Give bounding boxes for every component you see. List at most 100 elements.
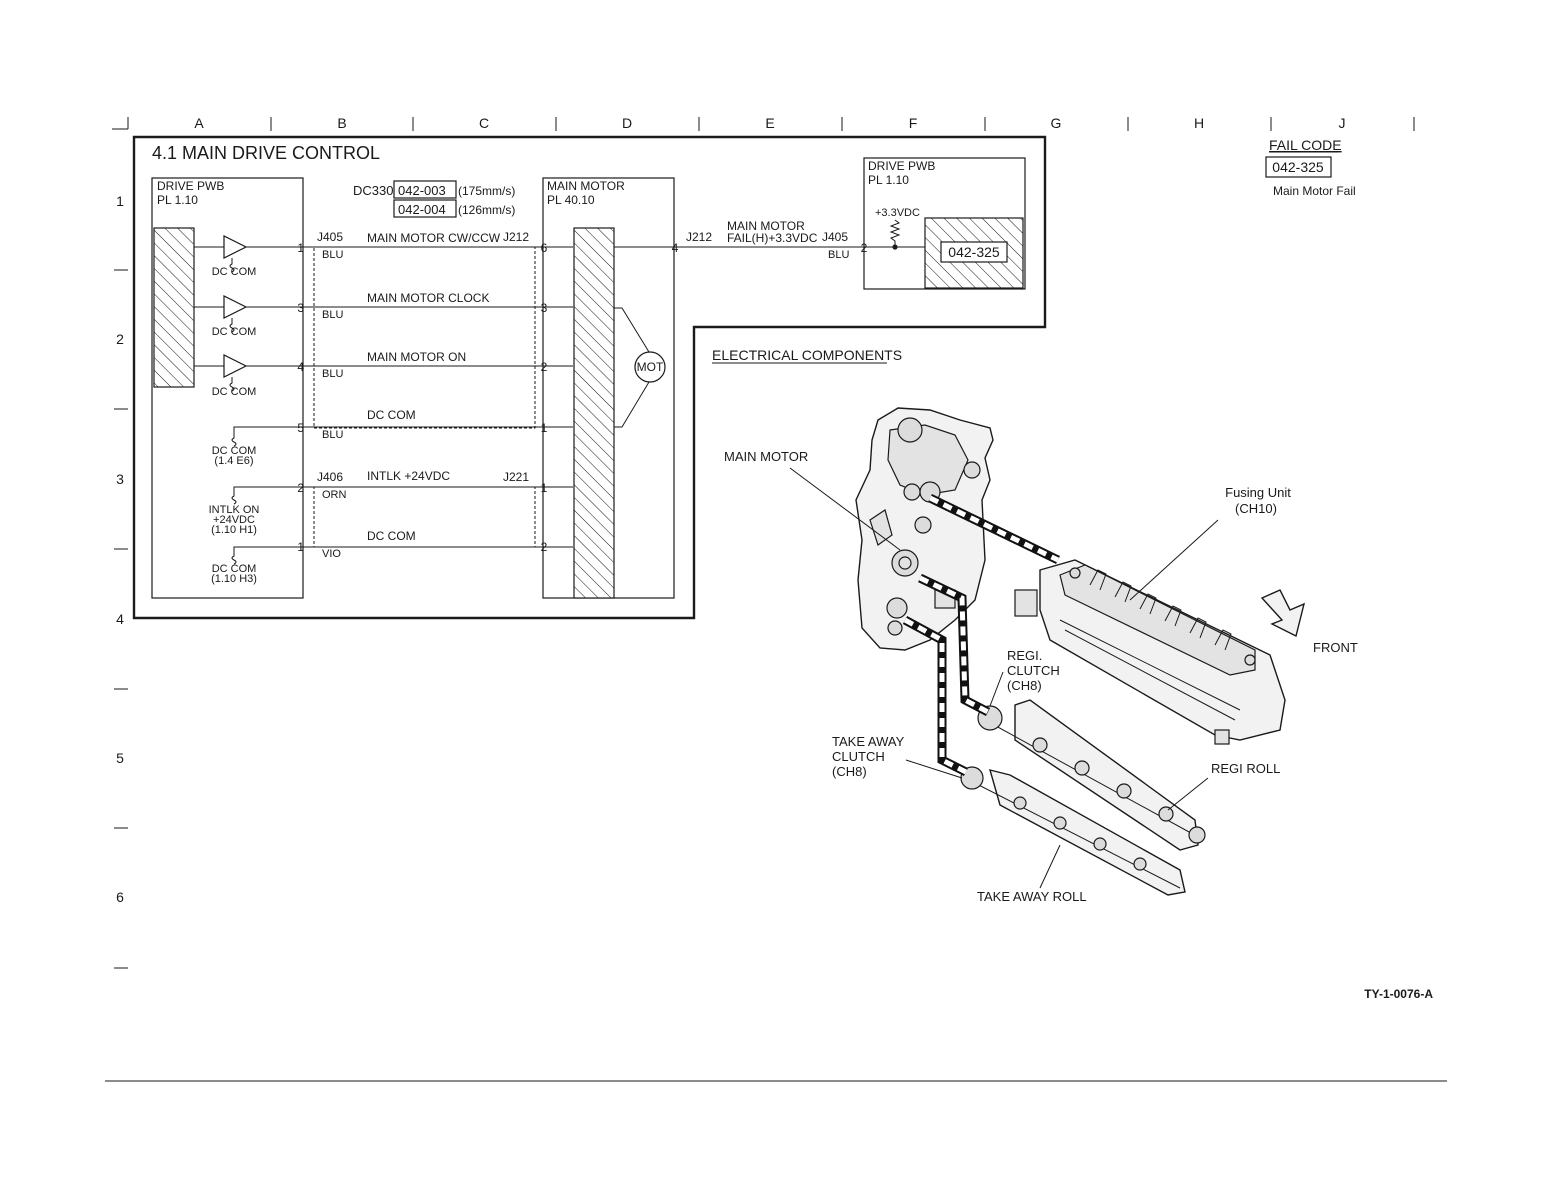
harness-j406-j221: J406 J221: [313, 470, 536, 548]
section-title: 4.1 MAIN DRIVE CONTROL: [152, 143, 380, 163]
drive-pwb-left-pl: PL 1.10: [157, 193, 198, 207]
pin-left-2: 3: [297, 301, 304, 315]
circuit-frame: [132, 135, 1047, 620]
connector-j212: J212: [503, 230, 529, 244]
dc330-code1: 042-003: [398, 183, 446, 198]
figure-id: TY-1-0076-A: [1364, 987, 1433, 1001]
motor-symbol-label: MOT: [637, 360, 664, 374]
intlk-ref-line1: INTLK ON: [209, 504, 260, 516]
label-fusing-unit: Fusing Unit: [1225, 485, 1291, 500]
pullup-resistor-icon: [889, 219, 901, 247]
grid-col-a: A: [194, 115, 204, 131]
wire-color-6: VIO: [322, 548, 341, 560]
grid-col-h: H: [1194, 115, 1204, 131]
dc-com-ref2-label: DC COM: [212, 563, 257, 575]
fusing-unit-illustration: [1014, 559, 1286, 745]
fail-pin-motor: 4: [672, 241, 679, 255]
take-away-roll-illustration: [960, 766, 1186, 896]
grid-col-j: J: [1339, 115, 1346, 131]
ground-label-1: DC COM: [212, 266, 257, 278]
ground-label-2: DC COM: [212, 326, 257, 338]
fail-wire-color: BLU: [828, 249, 849, 261]
pin-left-1: 1: [297, 241, 304, 255]
fail-signal-line2: FAIL(H)+3.3VDC: [727, 231, 818, 245]
grid-row-1: 1: [116, 193, 124, 209]
fail-code: FAIL CODE 042-325 Main Motor Fail: [1265, 137, 1356, 198]
dc-com-ref2-loc: (1.10 H3): [211, 573, 257, 585]
dc330-code2: 042-004: [398, 202, 446, 217]
label-front: FRONT: [1313, 640, 1358, 655]
label-fusing-unit-ch: (CH10): [1235, 501, 1277, 516]
connector-j221: J221: [503, 470, 529, 484]
grid-col-g: G: [1051, 115, 1062, 131]
pin-right-5: 1: [541, 481, 548, 495]
connector-j406: J406: [317, 470, 343, 484]
pin-left-4: 5: [297, 421, 304, 435]
drive-pwb-left-ic: [153, 227, 195, 388]
component-callouts: MAIN MOTOR Fusing Unit (CH10) FRONT REGI…: [724, 449, 1358, 904]
label-regi-clutch-1: REGI.: [1007, 648, 1042, 663]
buffer-2: DC COM: [194, 295, 303, 338]
label-regi-clutch-3: (CH8): [1007, 678, 1042, 693]
regi-roll-illustration: [977, 699, 1206, 851]
drive-pwb-right-name: DRIVE PWB: [868, 159, 935, 173]
main-motor-pl: PL 40.10: [547, 193, 595, 207]
wire-color-3: BLU: [322, 368, 343, 380]
fail-signal: 4 J212 MAIN MOTOR FAIL(H)+3.3VDC J405 BL…: [614, 219, 925, 261]
wire-color-1: BLU: [322, 249, 343, 261]
supply-label: +3.3VDC: [875, 207, 920, 219]
signal-label-1: MAIN MOTOR CW/CCW: [367, 231, 501, 245]
intlk-ref-line2: +24VDC: [213, 514, 255, 526]
fail-signal-line1: MAIN MOTOR: [727, 219, 805, 233]
grid-col-b: B: [337, 115, 346, 131]
pin-left-3: 4: [297, 360, 304, 374]
main-motor-name: MAIN MOTOR: [547, 179, 625, 193]
buffer-3: DC COM: [194, 354, 303, 398]
label-take-away-clutch-1: TAKE AWAY: [832, 734, 905, 749]
dc-com-ref1-loc: (1.4 E6): [214, 455, 253, 467]
pin-right-6: 2: [541, 540, 548, 554]
pin-left-5: 2: [297, 481, 304, 495]
signal-label-4: DC COM: [367, 408, 416, 422]
label-take-away-clutch-3: (CH8): [832, 764, 867, 779]
drive-pwb-right-pl: PL 1.10: [868, 173, 909, 187]
pin-right-2: 3: [541, 301, 548, 315]
electrical-components-heading: ELECTRICAL COMPONENTS: [712, 347, 902, 363]
pwb-fail-code: 042-325: [948, 244, 1000, 260]
grid-row-3: 3: [116, 471, 124, 487]
grid-row-5: 5: [116, 750, 124, 766]
connector-j212-right: J212: [686, 230, 712, 244]
connector-j405: J405: [317, 230, 343, 244]
wire-color-4: BLU: [322, 429, 343, 441]
drive-assembly-illustration: [855, 407, 994, 651]
grid-column-ruler: A B C D E F G H J: [112, 115, 1415, 131]
grid-row-6: 6: [116, 889, 124, 905]
main-motor-driver: [573, 227, 615, 599]
front-arrow-icon: [1260, 589, 1306, 638]
grid-row-ruler: 1 2 3 4 5 6: [114, 193, 128, 969]
pin-right-1: 6: [541, 241, 548, 255]
ground-label-3: DC COM: [212, 386, 257, 398]
main-motor-block: MAIN MOTOR PL 40.10 MOT: [542, 177, 675, 599]
motor-symbol-icon: [634, 351, 666, 383]
wire-color-5: ORN: [322, 489, 347, 501]
drive-pwb-left-name: DRIVE PWB: [157, 179, 224, 193]
connector-j405-right: J405: [822, 230, 848, 244]
fail-code-value: 042-325: [1272, 159, 1324, 175]
dc330-speed1: (175mm/s): [458, 184, 515, 198]
pin-left-6: 1: [297, 540, 304, 554]
buffer-1: DC COM: [194, 235, 303, 278]
fail-code-description: Main Motor Fail: [1273, 184, 1356, 198]
signal-label-3: MAIN MOTOR ON: [367, 350, 466, 364]
harness-j405-j212: J405 J212: [313, 230, 536, 429]
grid-col-f: F: [909, 115, 918, 131]
intlk-ref-line3: (1.10 H1): [211, 524, 257, 536]
dc330-codes: DC330 042-003 (175mm/s) 042-004 (126mm/s…: [353, 180, 515, 218]
grid-col-d: D: [622, 115, 632, 131]
label-regi-roll: REGI ROLL: [1211, 761, 1280, 776]
pin-right-4: 1: [541, 421, 548, 435]
signal-wires: [303, 246, 573, 548]
fail-code-heading: FAIL CODE: [1269, 137, 1342, 153]
label-take-away-clutch-2: CLUTCH: [832, 749, 885, 764]
